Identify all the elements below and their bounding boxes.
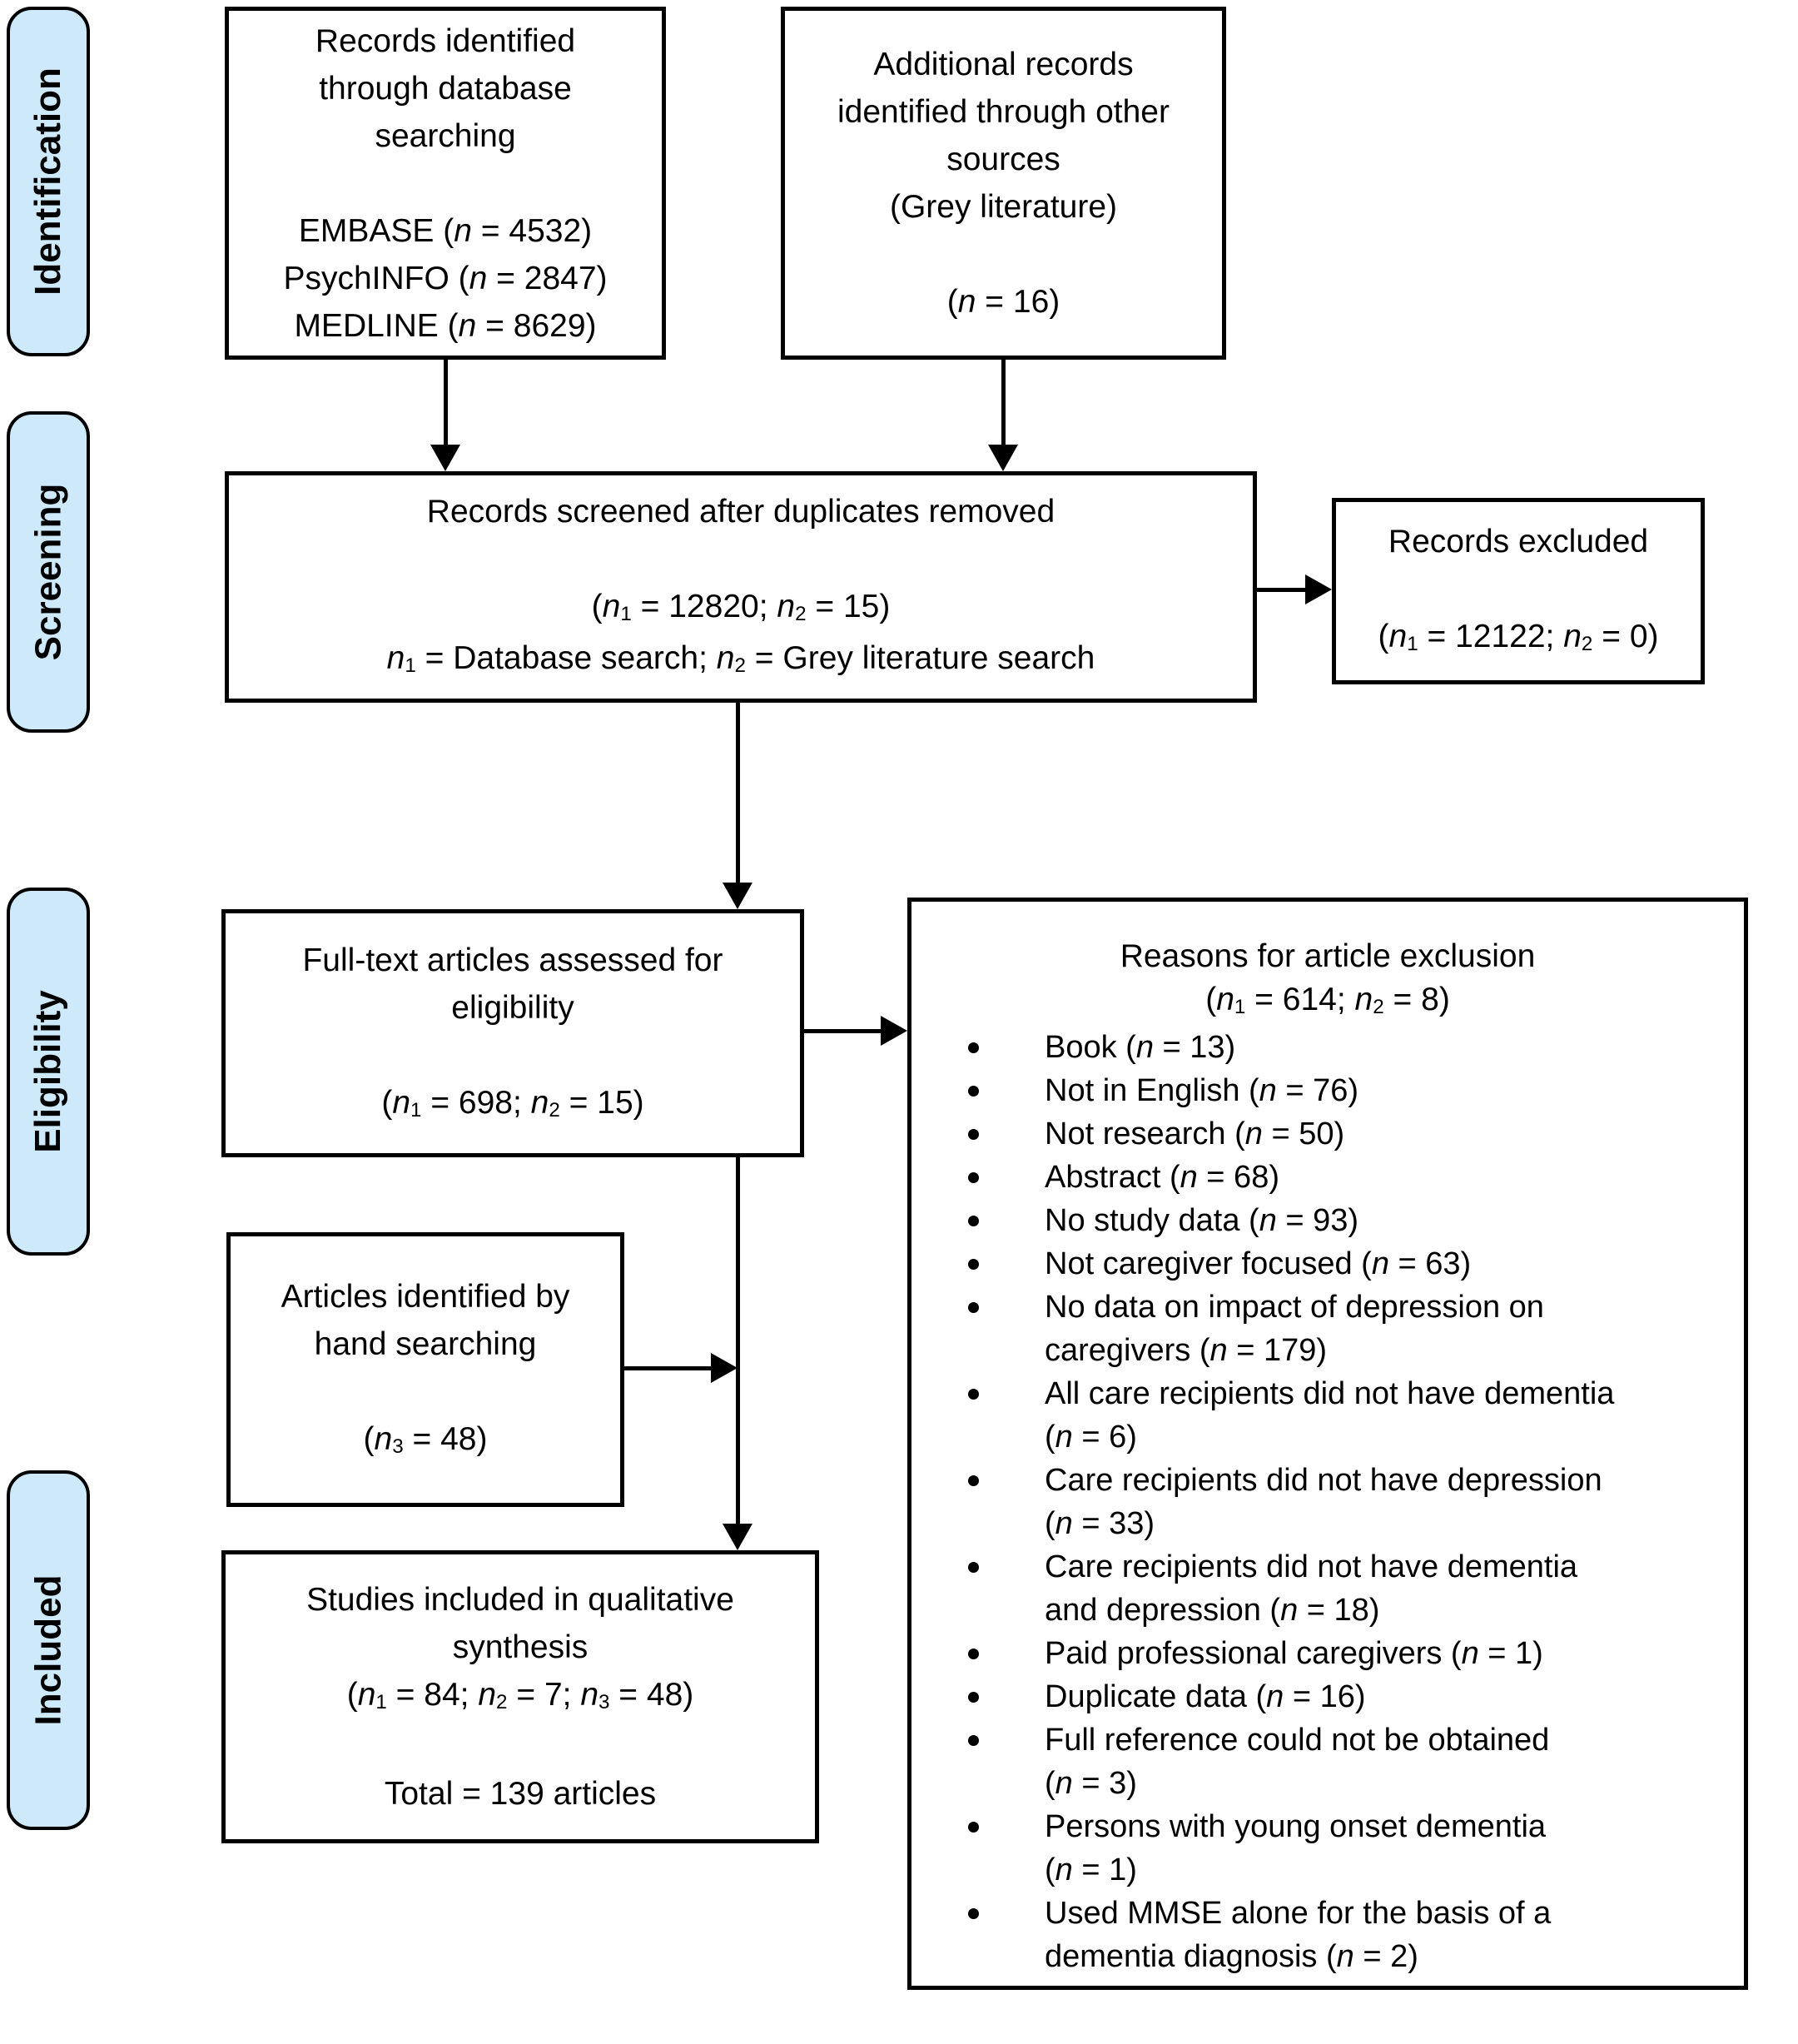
exclusion-reason-item: Not caregiver focused (n = 63)	[945, 1242, 1629, 1286]
band-eligibility: Eligibility	[7, 888, 90, 1256]
text-line: Full-text articles assessed for	[302, 942, 723, 978]
text-line: Articles identified by	[281, 1278, 570, 1315]
band-screening-label: Screening	[27, 483, 68, 661]
text-line	[226, 1032, 800, 1079]
text-line	[229, 160, 662, 207]
exclusion-reason-item: Not in English (n = 76)	[945, 1069, 1629, 1112]
arrow-line-other-to-screened	[1001, 360, 1006, 445]
text-line: Records screened after duplicates remove…	[426, 494, 1055, 530]
arrow-line-db-to-screened	[444, 360, 448, 445]
box-hand-search: Articles identified by hand searching (n3…	[226, 1232, 624, 1507]
box-records-screened: Records screened after duplicates remove…	[225, 471, 1257, 703]
text-line: synthesis	[452, 1629, 589, 1665]
arrow-line-fulltext-to-reasons	[804, 1029, 881, 1033]
exclusion-reason-item: Paid professional caregivers (n = 1)	[945, 1632, 1629, 1675]
exclusion-reason-item: All care recipients did not have dementi…	[945, 1372, 1629, 1459]
exclusion-reasons-title: Reasons for article exclusion (n1 = 614; …	[911, 935, 1744, 1026]
band-identification: Identification	[7, 7, 90, 356]
text-line: (n1 = 12122; n2 = 0)	[1378, 619, 1659, 656]
text-line	[231, 1368, 620, 1415]
arrow-line-screened-to-fulltext	[736, 703, 740, 883]
arrow-head-screened-to-fulltext	[723, 883, 752, 909]
arrow-head-db-to-screened	[430, 445, 460, 471]
text-line: Records identified	[315, 22, 576, 59]
text-line: through database	[319, 70, 572, 107]
text-line: Reasons for article exclusion	[1120, 938, 1536, 974]
text-line: Additional records	[873, 47, 1134, 82]
band-eligibility-label: Eligibility	[27, 990, 69, 1153]
exclusion-reason-item: Used MMSE alone for the basis of a demen…	[945, 1892, 1629, 1978]
band-included-label: Included	[27, 1574, 68, 1726]
exclusion-reason-item: No study data (n = 93)	[945, 1199, 1629, 1242]
text-line: (n1 = 698; n2 = 15)	[381, 1084, 644, 1121]
arrow-head-fulltext-to-reasons	[881, 1016, 907, 1046]
band-screening: Screening	[7, 411, 90, 733]
band-identification-label: Identification	[27, 67, 68, 296]
exclusion-reason-item: Book (n = 13)	[945, 1026, 1629, 1069]
text-line	[229, 535, 1253, 583]
text-line: Studies included in qualitative	[306, 1582, 734, 1618]
text-line: (Grey literature)	[889, 189, 1118, 225]
text-line	[785, 231, 1222, 278]
arrow-line-fulltext-to-included	[736, 1157, 740, 1524]
band-included: Included	[7, 1470, 90, 1830]
exclusion-reason-item: Abstract (n = 68)	[945, 1156, 1629, 1199]
box-included-studies: Studies included in qualitative synthesis…	[221, 1550, 819, 1843]
text-line: n1 = Database search; n2 = Grey literatu…	[386, 640, 1095, 678]
text-line: searching	[375, 117, 516, 154]
box-other-sources: Additional records identified through oth…	[781, 7, 1226, 360]
text-line: identified through other	[837, 94, 1170, 130]
exclusion-reason-item: Full reference could not be obtained (n …	[945, 1718, 1629, 1805]
exclusion-reason-item: Care recipients did not have depression …	[945, 1459, 1629, 1545]
exclusion-reason-item: Duplicate data (n = 16)	[945, 1675, 1629, 1718]
text-line: sources	[946, 142, 1060, 177]
arrow-head-fulltext-to-included	[723, 1524, 752, 1550]
arrow-line-screened-to-excluded	[1257, 588, 1305, 592]
exclusion-reason-item: Not research (n = 50)	[945, 1112, 1629, 1156]
exclusion-reason-item: Persons with young onset dementia (n = 1…	[945, 1805, 1629, 1892]
box-records-excluded: Records excluded (n1 = 12122; n2 = 0)	[1332, 498, 1705, 684]
text-line	[226, 1723, 815, 1770]
box-database-search: Records identified through database search…	[225, 7, 666, 360]
text-line: eligibility	[451, 989, 574, 1026]
text-line: MEDLINE (n = 8629)	[294, 307, 597, 344]
text-line: hand searching	[314, 1325, 537, 1362]
arrow-head-hand-to-flow	[711, 1353, 738, 1383]
text-line: EMBASE (n = 4532)	[298, 212, 593, 249]
exclusion-reasons-list: Book (n = 13)Not in English (n = 76)Not …	[911, 1026, 1744, 1978]
text-line: (n1 = 12820; n2 = 15)	[591, 589, 891, 626]
exclusion-reason-item: Care recipients did not have dementia an…	[945, 1545, 1629, 1632]
text-line: (n3 = 48)	[363, 1420, 488, 1458]
arrow-head-other-to-screened	[988, 445, 1018, 471]
text-line: (n1 = 84; n2 = 7; n3 = 48)	[346, 1677, 694, 1714]
box-fulltext-assessed: Full-text articles assessed for eligibili…	[221, 909, 804, 1157]
text-line: (n = 16)	[946, 284, 1060, 320]
text-line: PsychINFO (n = 2847)	[283, 260, 608, 296]
exclusion-reason-item: No data on impact of depression on careg…	[945, 1286, 1629, 1372]
text-line: Total = 139 articles	[384, 1776, 657, 1812]
box-exclusion-reasons: Reasons for article exclusion (n1 = 614; …	[907, 898, 1748, 1990]
text-line: Records excluded	[1388, 524, 1649, 559]
text-line	[1336, 565, 1701, 613]
arrow-line-hand-to-flow	[624, 1366, 711, 1370]
text-line: (n1 = 614; n2 = 8)	[1205, 982, 1450, 1019]
arrow-head-screened-to-excluded	[1305, 574, 1332, 604]
